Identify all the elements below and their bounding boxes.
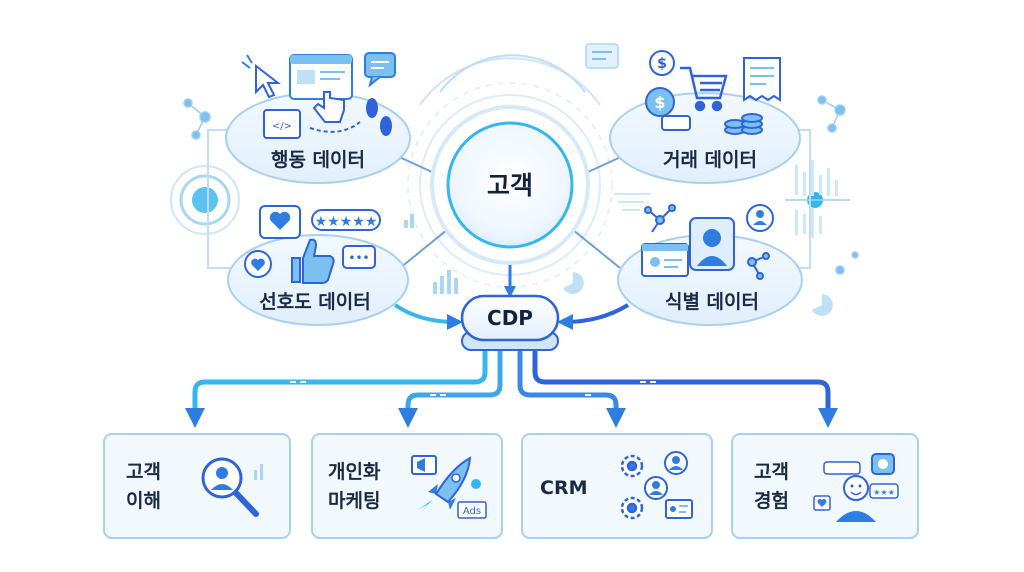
output-customer-experience: 고객 경험 ★★★: [731, 433, 919, 539]
id-card-icon: [641, 243, 689, 277]
svg-text:</>: </>: [272, 121, 292, 132]
click-hand-icon: [309, 91, 361, 133]
happy-customer-icon: [836, 475, 876, 522]
cdp-hub: CDP: [460, 294, 560, 351]
source-label: 거래 데이터: [663, 149, 757, 171]
receipt-icon: [743, 57, 781, 102]
ads-badge: Ads: [457, 501, 487, 519]
chart-decor-icon: [404, 214, 833, 316]
ads-label: Ads: [463, 506, 481, 517]
rocket-icon: [418, 456, 472, 514]
source-label: 행동 데이터: [271, 149, 365, 171]
output-label-line1: 고객: [754, 461, 789, 483]
connector-lines: [207, 129, 811, 269]
user-circle-icon: [644, 451, 688, 500]
network-decor-icon: [183, 95, 859, 275]
network-icon: [644, 204, 770, 280]
target-user-icon: [746, 204, 774, 232]
barcode-decor: [795, 160, 838, 238]
output-customer-understanding: 고객 이해: [103, 433, 291, 539]
browser-window-icon: [289, 54, 353, 100]
customer-center-node: 고객: [430, 105, 590, 265]
dollar-coin-icon: $: [649, 50, 675, 76]
smiley-bubble-icon: ★★★: [813, 453, 899, 511]
output-label-line2: 경험: [754, 490, 789, 512]
heart-bubble-icon: [244, 250, 272, 278]
cursor-icon: [241, 54, 281, 99]
rating-stars-icon: ★★★★★: [311, 209, 381, 231]
center-label: 고객: [487, 171, 533, 200]
comment-bubble-icon: •••: [342, 245, 376, 269]
svg-text:★★★: ★★★: [873, 488, 895, 497]
magnifier-user-icon: [201, 457, 263, 517]
svg-text:★★★★★: ★★★★★: [315, 214, 378, 230]
source-label: 선호도 데이터: [259, 291, 371, 313]
code-window-icon: </>: [263, 109, 301, 139]
heart-speech-icon: [259, 205, 301, 239]
output-label-line1: CRM: [540, 477, 587, 499]
output-label-line1: 개인화: [328, 461, 381, 483]
svg-text:$: $: [657, 56, 667, 72]
bus-dash-decor: [290, 381, 656, 396]
source-label: 식별 데이터: [665, 291, 759, 313]
cdp-label: CDP: [487, 306, 533, 330]
output-crm: CRM: [521, 433, 713, 539]
output-label-line2: 이해: [126, 490, 161, 512]
coin-stack-icon: [724, 113, 763, 135]
chat-bubble-icon: [364, 52, 396, 88]
gear-icon: [620, 454, 644, 520]
output-personalized-marketing: 개인화 마케팅 Ads: [311, 433, 503, 539]
shopping-cart-icon: [680, 66, 728, 112]
thumbs-up-icon: [291, 238, 335, 284]
megaphone-icon: [411, 455, 437, 475]
output-label-line1: 고객: [126, 461, 161, 483]
svg-text:$: $: [654, 93, 665, 112]
contact-card-icon: [665, 499, 693, 519]
identity-to-cdp-arrow: [557, 303, 630, 330]
output-label-line2: 마케팅: [328, 490, 380, 512]
svg-text:•••: •••: [348, 251, 369, 265]
distribution-arrows: [185, 349, 838, 428]
footprints-icon: [366, 98, 392, 136]
coin-money-icon: $: [645, 87, 691, 131]
target-decor-icon: [170, 165, 240, 235]
chat-decor-icon: [585, 43, 650, 211]
user-profile-icon: [689, 217, 735, 271]
preference-to-cdp-arrow: [393, 303, 463, 330]
check-icon: [471, 479, 481, 489]
